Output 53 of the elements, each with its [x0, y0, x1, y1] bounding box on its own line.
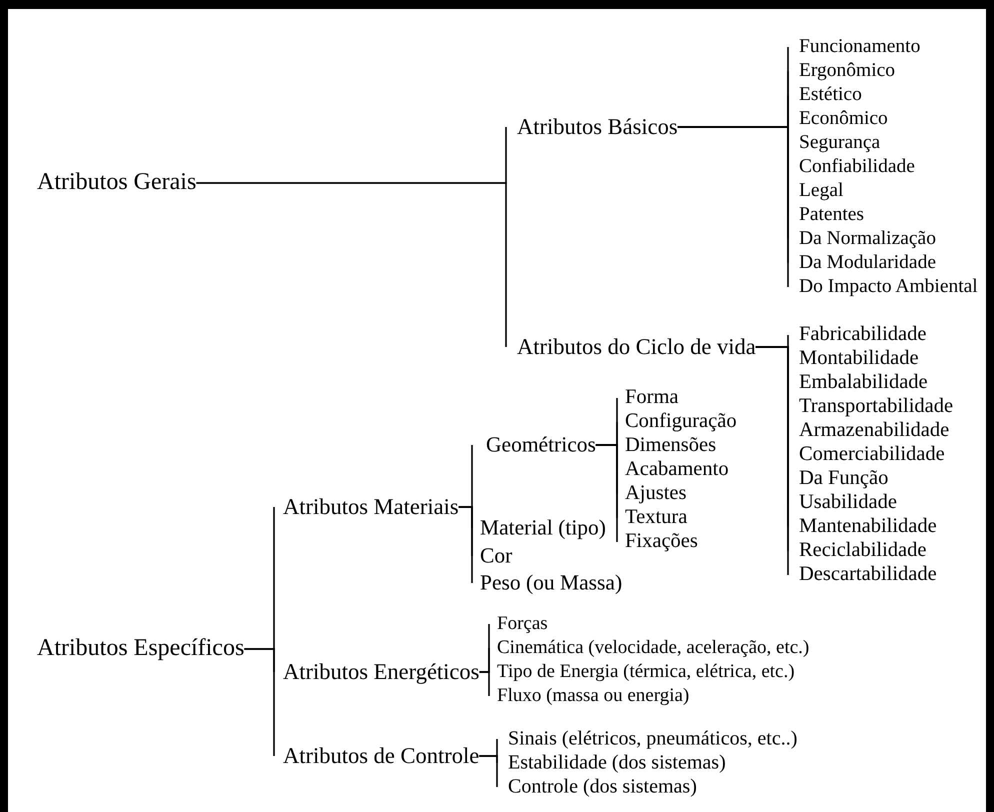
attribute-label: Fixações	[617, 530, 698, 554]
attribute-label: Ergonômico	[788, 60, 896, 82]
attribute-label: Controle (dos sistemas)	[497, 776, 697, 798]
tree-connector	[479, 671, 490, 697]
attribute-label: Forças	[489, 613, 548, 635]
attribute-label: Configuração	[617, 410, 737, 434]
tree-connector	[196, 182, 507, 348]
attribute-label: Embalabilidade	[788, 371, 928, 395]
attribute-label: Peso (ou Massa)	[472, 570, 622, 596]
attribute-label: Funcionamento	[788, 36, 920, 58]
attribute-label: Estético	[788, 84, 862, 106]
attribute-label: Cinemática (velocidade, aceleração, etc.)	[489, 637, 810, 659]
attribute-label: Fluxo (massa ou energia)	[489, 685, 690, 707]
attribute-label: Econômico	[788, 108, 888, 130]
attribute-label: Atributos Energéticos	[274, 659, 480, 685]
tree-connector	[244, 648, 275, 757]
attribute-label: Armazenabilidade	[788, 419, 950, 443]
attribute-label: Textura	[617, 506, 688, 530]
attribute-label: Atributos Gerais	[37, 169, 196, 197]
attribute-label: Da Função	[788, 467, 888, 491]
attribute-label: Da Normalização	[788, 228, 936, 250]
attribute-label: Reciclabilidade	[788, 539, 926, 563]
tree-connector	[479, 755, 498, 788]
attribute-label: Dimensões	[617, 434, 716, 458]
attribute-label: Atributos Materiais	[274, 494, 459, 520]
attribute-label: Fabricabilidade	[788, 323, 927, 347]
attribute-label: Montabilidade	[788, 347, 919, 371]
attribute-label: Sinais (elétricos, pneumáticos, etc..)	[497, 728, 798, 750]
tree-connector	[596, 444, 618, 543]
attribute-label: Tipo de Energia (térmica, elétrica, etc.)	[489, 661, 795, 683]
attribute-label: Usabilidade	[788, 491, 897, 515]
attribute-label: Mantenabilidade	[788, 515, 937, 539]
attribute-label: Ajustes	[617, 482, 686, 506]
attribute-label: Forma	[617, 386, 679, 410]
attribute-label: Confiabilidade	[788, 156, 915, 178]
tree-connector	[458, 506, 473, 584]
attribute-label: Do Impacto Ambiental	[788, 276, 978, 298]
attribute-label: Patentes	[788, 204, 864, 226]
attribute-label: Material (tipo)	[472, 516, 606, 540]
attribute-label: Transportabilidade	[788, 395, 954, 419]
attribute-label: Atributos do Ciclo de vida	[506, 334, 756, 360]
attribute-label: Da Modularidade	[788, 252, 936, 274]
attribute-label: Comerciabilidade	[788, 443, 945, 467]
attribute-label: Cor	[472, 544, 512, 568]
attribute-label: Atributos Básicos	[506, 114, 678, 140]
attribute-label: Geométricos	[472, 432, 596, 458]
attribute-label: Legal	[788, 180, 844, 202]
attribute-label: Atributos Específicos	[37, 635, 244, 663]
attribute-label: Descartabilidade	[788, 563, 937, 587]
attribute-label: Estabilidade (dos sistemas)	[497, 752, 726, 774]
attribute-label: Atributos de Controle	[274, 743, 480, 769]
attribute-label: Acabamento	[617, 458, 729, 482]
attribute-label: Segurança	[788, 132, 880, 154]
